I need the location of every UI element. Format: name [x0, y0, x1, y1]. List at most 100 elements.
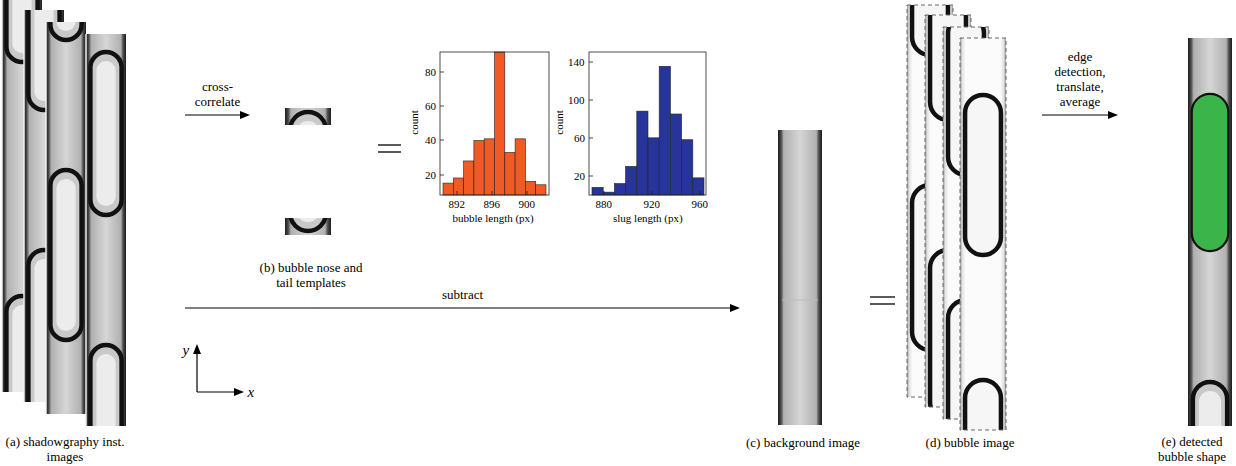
frame-edge [1, 0, 3, 392]
tick-label: 140 [568, 56, 585, 69]
tick-label: 880 [596, 198, 613, 211]
tick-label: 892 [449, 198, 466, 211]
histogram-bar [693, 178, 704, 195]
tick-label: 960 [692, 198, 709, 211]
tick-label: 20 [425, 169, 436, 182]
tick-mark [440, 175, 444, 176]
tick-label: 100 [568, 94, 585, 107]
tube-image [778, 130, 822, 425]
bubble-outline [1193, 95, 1227, 250]
image-panel: (c) background image [740, 125, 868, 452]
axis-title: slug length (px) [613, 212, 683, 225]
bubble-outline [965, 380, 1001, 430]
equals-sign [378, 151, 401, 152]
tick-label: 60 [574, 132, 585, 145]
tick-label: 920 [644, 198, 661, 211]
shadowgraph-frame [285, 218, 331, 235]
axis-title: bubble length (px) [453, 212, 534, 225]
bubble-outline [965, 95, 1001, 255]
histogram-bar [505, 152, 515, 195]
tick-label: 80 [425, 66, 436, 79]
detected-shape [1193, 95, 1227, 250]
tick-mark [457, 191, 458, 195]
axes-frame [589, 52, 706, 195]
panel-caption: (c) background image [740, 435, 866, 452]
tick-label: 900 [519, 198, 536, 211]
tick-label: 896 [484, 198, 501, 211]
bubble-outline [290, 112, 326, 125]
shadowgraph-frame [46, 22, 86, 414]
flow-arrow [1042, 111, 1118, 119]
bubble-outline [290, 218, 326, 231]
histogram-bar [536, 185, 546, 195]
tube-image [46, 22, 86, 414]
bubble-highlight [96, 354, 115, 426]
bubble-outline [50, 22, 81, 40]
frame-edge [45, 22, 47, 414]
bubble-outline [90, 52, 121, 215]
histogram-bar [659, 66, 670, 195]
tick-mark [440, 140, 444, 141]
arrow-line [185, 307, 732, 308]
tube-image [960, 38, 1006, 430]
shadowgraph-frame [285, 108, 331, 125]
histogram-bar [484, 139, 494, 195]
shadowgraph-frame [778, 130, 822, 425]
arrowhead [1108, 111, 1118, 119]
histogram-bar [592, 187, 603, 195]
histogram-bar [626, 166, 637, 195]
tick-mark [440, 72, 444, 73]
histogram-bar [648, 138, 659, 195]
histogram-bar [525, 181, 535, 195]
axis-label: x [248, 384, 255, 401]
bubble-outline [50, 170, 81, 340]
tick-mark [527, 191, 528, 195]
bubble-highlight [56, 22, 75, 31]
histogram-plot [589, 52, 706, 195]
axis-arrow [196, 352, 197, 392]
image-panel: (e) detected bubble shape [1118, 38, 1236, 466]
frame-edge [85, 34, 87, 426]
arrow-line [185, 114, 242, 115]
shadowgraph-frame [86, 34, 126, 426]
frame-edge [23, 10, 25, 402]
image-seam [782, 300, 818, 301]
bubble-highlight [96, 61, 115, 206]
tick-label: 60 [425, 100, 436, 113]
tick-label: 20 [574, 170, 585, 183]
image-panel: (a) shadowgraphy inst. images [0, 0, 185, 466]
histogram-bar [495, 52, 505, 195]
arrow-label: cross- correlate [188, 79, 248, 109]
tick-mark [589, 176, 593, 177]
arrowhead [240, 111, 250, 119]
tick-mark [604, 191, 605, 195]
equals-sign [378, 144, 401, 145]
image-panel: (d) bubble image [900, 5, 1042, 452]
axis-title: count [553, 110, 566, 134]
panel-caption: (e) detected bubble shape [1152, 434, 1232, 466]
axis-arrowhead [193, 344, 201, 354]
histogram-bar [464, 161, 474, 195]
axis-label: y [183, 342, 190, 359]
axis-title: count [408, 110, 421, 134]
tick-mark [492, 191, 493, 195]
histogram-bar [670, 114, 681, 195]
histogram-bar [637, 111, 648, 195]
arrow-line [1042, 114, 1110, 115]
bubble-highlight [296, 218, 320, 222]
bubble-highlight [296, 121, 320, 125]
bubble-highlight [56, 179, 75, 331]
histogram-plot [440, 52, 549, 195]
tick-mark [589, 62, 593, 63]
axes-frame [440, 52, 549, 195]
bubble-outline [1193, 382, 1227, 426]
tick-mark [440, 106, 444, 107]
equals-sign [870, 296, 895, 297]
panel-caption: (d) bubble image [900, 435, 1040, 452]
tick-mark [700, 191, 701, 195]
axis-arrowhead [234, 388, 244, 396]
dashed-frame [960, 38, 1006, 430]
